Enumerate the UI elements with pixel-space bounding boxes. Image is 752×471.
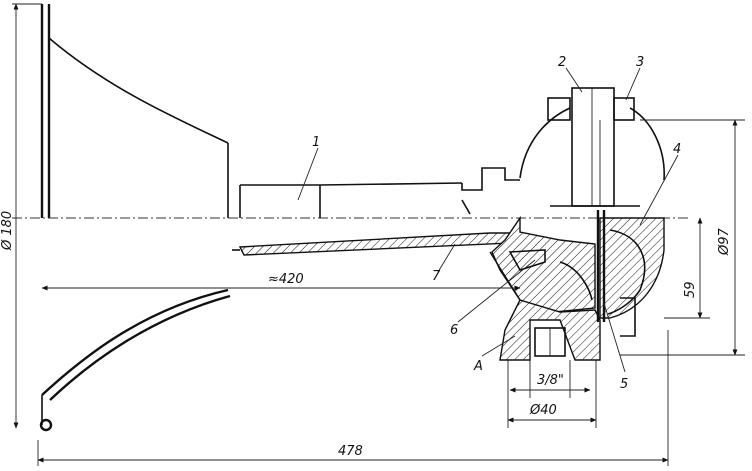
tube-1: [239, 167, 520, 218]
callout-7: 7: [432, 243, 456, 284]
dim-height: 59: [683, 281, 698, 298]
callout-5: 5: [602, 299, 628, 392]
tube-7-section: [232, 232, 511, 256]
callout-label-1: 1: [312, 135, 320, 150]
dimension-port-diameter: Ø97: [620, 119, 745, 356]
dimension-overall-length: 478: [37, 330, 669, 466]
dim-length-to-throat: ≈420: [268, 272, 304, 287]
callout-label-2: 2: [558, 55, 566, 70]
dimension-thread: 3/8": [509, 360, 591, 398]
callout-label-7: 7: [432, 269, 441, 284]
callout-4: 4: [639, 142, 681, 226]
body-section-a: [489, 215, 601, 361]
callout-3: 3: [625, 55, 644, 101]
callout-label-6: 6: [450, 323, 458, 338]
callout-label-3: 3: [636, 55, 644, 70]
dim-thread: 3/8": [537, 373, 564, 388]
dim-overall-length: 478: [338, 444, 363, 459]
callout-label-a: A: [473, 359, 483, 374]
callout-2: 2: [558, 55, 583, 93]
callout-label-5: 5: [620, 377, 628, 392]
diaphragm-chamber: [596, 210, 665, 337]
housing-cap: [519, 87, 665, 207]
horn-bell: [40, 4, 229, 218]
inner-channel-6: [508, 249, 593, 301]
callout-a: A: [473, 335, 516, 374]
dim-base-diameter: Ø40: [529, 403, 557, 418]
dim-horn-diameter: Ø 180: [0, 211, 15, 251]
callout-6: 6: [450, 259, 536, 338]
callout-1: 1: [297, 135, 320, 201]
dimension-horn-diameter: Ø 180: [0, 3, 42, 429]
dimension-length-to-throat: ≈420: [41, 272, 521, 291]
callout-label-4: 4: [673, 142, 681, 157]
dimension-height: 59: [664, 217, 710, 319]
dimension-base-diameter: Ø40: [507, 360, 597, 428]
horn-wall-section: [39, 288, 231, 432]
dim-port-diameter: Ø97: [717, 227, 732, 256]
